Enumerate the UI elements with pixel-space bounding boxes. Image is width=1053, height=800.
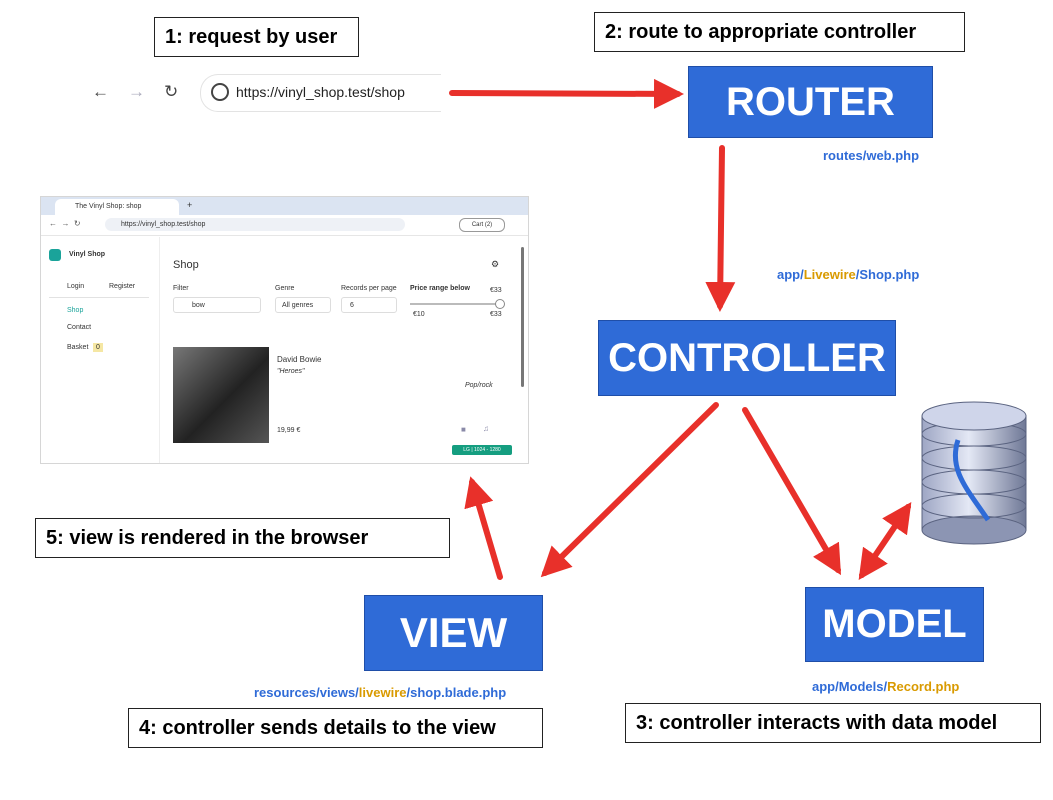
view-path: resources/views/livewire/shop.blade.php bbox=[254, 685, 506, 700]
arrow-router-to-controller bbox=[705, 145, 736, 312]
mini-cart-add-icon[interactable]: ■ bbox=[461, 425, 466, 434]
mini-price-slider-thumb[interactable] bbox=[495, 299, 505, 309]
mini-sidebar-divider bbox=[49, 297, 149, 298]
mini-per-page-label: Records per page bbox=[341, 285, 397, 292]
model-path: app/Models/Record.php bbox=[812, 679, 959, 694]
router-path-text: routes/web.php bbox=[823, 148, 920, 163]
model-block: MODEL bbox=[805, 587, 984, 662]
reload-icon[interactable]: ↻ bbox=[164, 82, 179, 101]
mini-brand-logo-icon bbox=[49, 249, 61, 261]
back-icon[interactable]: ← bbox=[92, 82, 109, 101]
mini-new-tab-icon[interactable]: + bbox=[187, 200, 193, 210]
step-2-label: 2: route to appropriate controller bbox=[594, 12, 965, 52]
mini-heading: Shop bbox=[173, 259, 199, 271]
mini-toolbar: ← → ↻ https://vinyl_shop.test/shop Cart … bbox=[41, 215, 528, 236]
forward-icon[interactable]: → bbox=[128, 82, 145, 101]
globe-icon bbox=[211, 83, 229, 101]
mini-settings-icon[interactable]: ⚙ bbox=[491, 259, 500, 269]
mini-price-min: €10 bbox=[413, 311, 425, 318]
rendered-page-screenshot: The Vinyl Shop: shop + ← → ↻ https://vin… bbox=[40, 196, 529, 464]
controller-block: CONTROLLER bbox=[598, 320, 896, 396]
mini-nav-icons: ← → ↻ bbox=[49, 219, 81, 228]
mini-nav-shop[interactable]: Shop bbox=[67, 307, 84, 314]
router-block: ROUTER bbox=[688, 66, 933, 138]
view-path-mid: livewire bbox=[358, 685, 407, 700]
mini-album-cover[interactable] bbox=[173, 347, 269, 443]
step-1-label: 1: request by user bbox=[154, 17, 359, 57]
url-text: https://vinyl_shop.test/shop bbox=[236, 84, 405, 100]
controller-path-file: /Shop.php bbox=[855, 267, 920, 282]
mini-scrollbar[interactable] bbox=[521, 247, 524, 387]
mini-genre-tag: Pop/rock bbox=[465, 382, 493, 389]
mini-cart-button[interactable]: Cart (2) bbox=[459, 218, 505, 232]
browser-address-bar: ← → ↻ https://vinyl_shop.test/shop bbox=[80, 74, 450, 112]
mini-sidebar-separator bbox=[159, 237, 160, 463]
mini-genre-label: Genre bbox=[275, 285, 295, 292]
database-icon bbox=[921, 401, 1027, 545]
mini-nav-basket[interactable]: Basket bbox=[67, 344, 89, 351]
mini-per-page-select[interactable]: 6 bbox=[341, 297, 397, 313]
mini-genre-select[interactable]: All genres bbox=[275, 297, 331, 313]
view-path-file: /shop.blade.php bbox=[406, 685, 507, 700]
mini-price-max: €33 bbox=[490, 311, 502, 318]
controller-path: app/Livewire/Shop.php bbox=[777, 267, 919, 282]
mini-tab-bar: The Vinyl Shop: shop + bbox=[41, 197, 528, 215]
step-5-label: 5: view is rendered in the browser bbox=[35, 518, 450, 558]
controller-path-mid: Livewire bbox=[803, 267, 856, 282]
mini-album: "Heroes" bbox=[277, 368, 305, 375]
mini-tab[interactable]: The Vinyl Shop: shop bbox=[55, 199, 179, 215]
mini-url-field[interactable]: https://vinyl_shop.test/shop bbox=[105, 218, 405, 231]
mini-price-top: €33 bbox=[490, 287, 502, 294]
view-path-prefix: resources/views/ bbox=[254, 685, 359, 700]
step-4-label: 4: controller sends details to the view bbox=[128, 708, 543, 748]
mini-tab-title: The Vinyl Shop: shop bbox=[75, 203, 142, 210]
arrow-controller-to-model bbox=[742, 407, 842, 576]
arrow-user-to-router bbox=[449, 78, 684, 109]
step-3-label: 3: controller interacts with data model bbox=[625, 703, 1041, 743]
mini-price: 19,99 € bbox=[277, 427, 301, 434]
model-path-prefix: app/Models/ bbox=[812, 679, 888, 694]
mini-price-label: Price range below bbox=[410, 285, 470, 292]
mini-filter-input[interactable]: bow bbox=[173, 297, 261, 313]
mini-filter-label: Filter bbox=[173, 285, 189, 292]
arrow-view-to-browser bbox=[464, 476, 503, 580]
url-field[interactable]: https://vinyl_shop.test/shop bbox=[200, 74, 441, 112]
mini-price-slider[interactable] bbox=[410, 303, 498, 305]
mini-nav-contact[interactable]: Contact bbox=[67, 324, 92, 331]
mini-register[interactable]: Register bbox=[109, 283, 136, 290]
model-path-file: Record.php bbox=[887, 679, 960, 694]
controller-path-prefix: app/ bbox=[777, 267, 804, 282]
mini-artist: David Bowie bbox=[277, 355, 322, 364]
router-path: routes/web.php bbox=[823, 148, 919, 163]
mini-breakpoint-badge: LG | 1024 - 1280 bbox=[452, 445, 512, 455]
mini-brand: Vinyl Shop bbox=[69, 251, 106, 258]
view-block: VIEW bbox=[364, 595, 543, 671]
arrow-model-to-database bbox=[858, 502, 912, 580]
mini-login[interactable]: Login bbox=[67, 283, 85, 290]
mini-music-icon[interactable]: ♫ bbox=[483, 424, 489, 433]
arrow-controller-to-view bbox=[540, 402, 719, 578]
mini-basket-count: 0 bbox=[93, 343, 103, 352]
